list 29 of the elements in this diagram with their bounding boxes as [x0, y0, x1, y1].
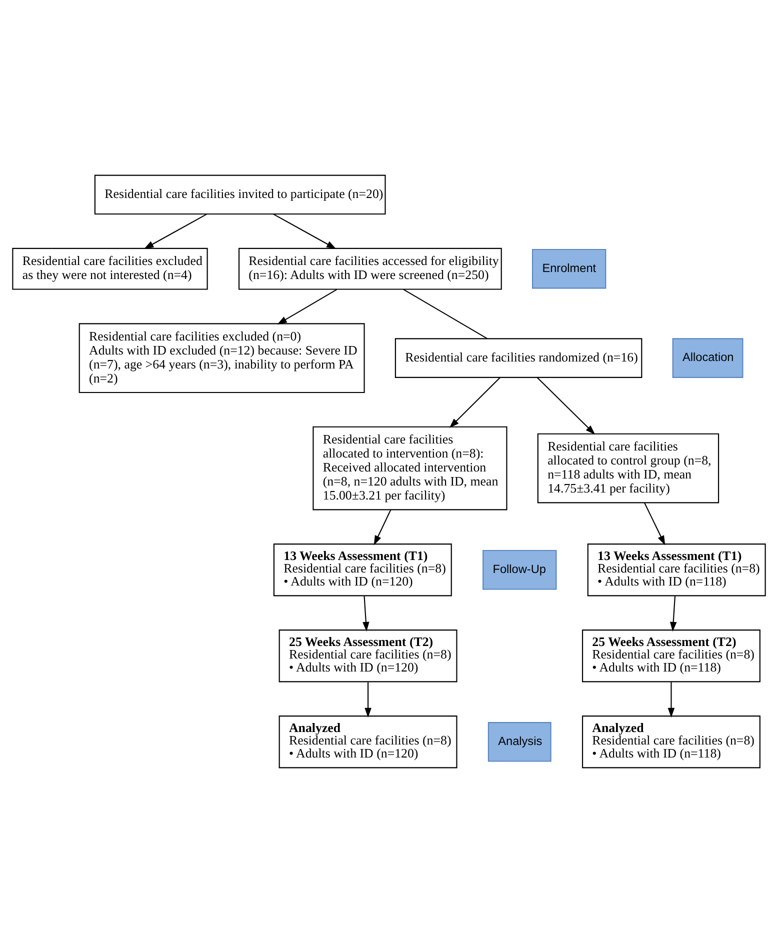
node-box: Analyzed Residential care facilities (n=8) • Adults with ID (n=120): [278, 715, 458, 768]
arrow: [277, 288, 338, 324]
node-box: Analysis: [488, 722, 552, 762]
node-box: Residential care facilities excluded as they were not interested (n=4): [12, 247, 208, 290]
node-box: Residential care facilities allocated to control group (n=8, n=118 adults with ID, mean 14.75±3.41 per facility): [537, 432, 720, 503]
node-box: Residential care facilities randomized (n=16): [394, 338, 642, 378]
arrow: [364, 682, 372, 718]
node-box: Residential care facilities accessed for eligibility (n=16): Adults with ID were screened (n=250): [238, 247, 502, 290]
arrow: [273, 213, 336, 248]
node-box: Analyzed Residential care facilities (n=8) • Adults with ID (n=118): [582, 715, 760, 768]
arrow: [644, 502, 666, 545]
node-box: 25 Weeks Assessment (T2) Residential care facilities (n=8) • Adults with ID (n=118): [582, 629, 760, 682]
node-box: Follow-Up: [482, 549, 557, 590]
connector: [403, 288, 488, 339]
arrow: [362, 596, 370, 632]
node-box: Allocation: [672, 338, 744, 378]
node-box: 13 Weeks Assessment (T1) Residential care facilities (n=8) • Adults with ID (n=120): [273, 543, 452, 596]
arrow: [374, 509, 392, 545]
node-box: Residential care facilities allocated to intervention (n=8): Received allocated intervention (n=8, n=120 adults with ID, mean 15.00±3.21 per facility): [312, 426, 508, 510]
node-box: 13 Weeks Assessment (T1) Residential care facilities (n=8) • Adults with ID (n=118): [587, 543, 766, 596]
arrow: [144, 213, 208, 248]
arrow: [668, 682, 675, 718]
node-box: Enrolment: [532, 248, 606, 288]
arrow: [670, 596, 677, 632]
node-box: Residential care facilities excluded (n=0) Adults with ID excluded (n=12) because: Severe ID (n=7), age >64 years (n=3), inability to perform PA (n=2): [78, 322, 365, 393]
node-box: Residential care facilities invited to participate (n=20): [94, 174, 386, 214]
arrow: [536, 376, 596, 434]
arrow: [449, 376, 501, 428]
node-box: 25 Weeks Assessment (T2) Residential care facilities (n=8) • Adults with ID (n=120): [278, 629, 458, 682]
